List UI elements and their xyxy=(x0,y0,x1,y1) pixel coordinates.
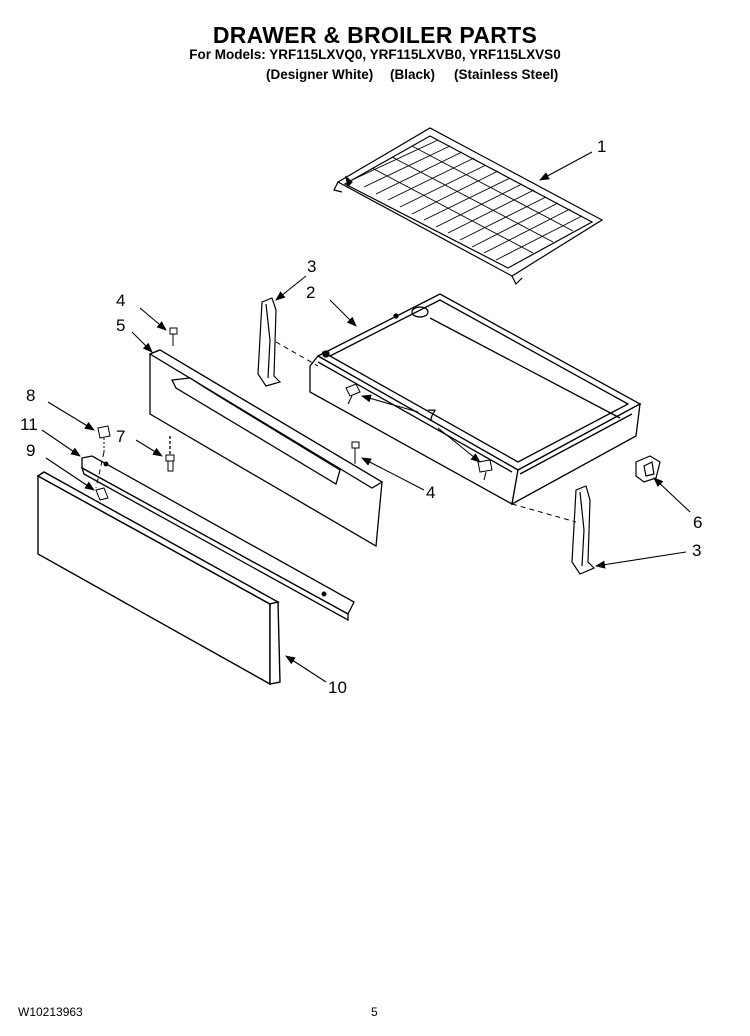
callout-7-panel: 7 xyxy=(116,427,125,446)
broiler-pan xyxy=(309,293,642,506)
callout-7-pan-upper: 7 xyxy=(427,406,436,425)
shoulder-screw-panel xyxy=(165,454,175,472)
variant-black: (Black) xyxy=(390,67,436,82)
mounting-bracket xyxy=(80,455,355,622)
screw-bottom xyxy=(351,441,360,464)
callout-8: 8 xyxy=(26,386,35,405)
callout-3-upper: 3 xyxy=(307,257,316,276)
callout-6: 6 xyxy=(693,513,702,532)
shoulder-screw-pan-upper xyxy=(345,383,361,405)
callout-2: 2 xyxy=(306,283,315,302)
broiler-rack xyxy=(333,127,604,286)
shoulder-screw-pan-lower xyxy=(477,459,493,481)
callout-5: 5 xyxy=(116,316,125,335)
page-number: 5 xyxy=(371,1005,378,1019)
panel-clip xyxy=(95,487,109,501)
variant-designer-white: (Designer White) xyxy=(266,67,374,82)
callout-11: 11 xyxy=(20,415,38,434)
screw-top xyxy=(169,327,178,346)
page-title: DRAWER & BROILER PARTS xyxy=(212,22,538,48)
callout-3-lower: 3 xyxy=(692,541,701,560)
callout-4-upper: 4 xyxy=(116,291,125,310)
drawer-slide-right xyxy=(571,485,596,575)
document-number: W10213963 xyxy=(18,1005,83,1019)
callout-9: 9 xyxy=(26,441,35,460)
callout-10: 10 xyxy=(328,678,347,697)
drawer-inner-panel xyxy=(148,349,384,548)
drawer-slide-left xyxy=(257,297,282,387)
variant-stainless-steel: (Stainless Steel) xyxy=(454,67,559,82)
leader-lines xyxy=(41,151,691,683)
callout-4-lower: 4 xyxy=(426,483,435,502)
alignment-lines xyxy=(95,341,577,523)
callout-1: 1 xyxy=(597,137,606,156)
model-list: For Models: YRF115LXVQ0, YRF115LXVB0, YR… xyxy=(189,47,561,62)
bolt xyxy=(97,425,111,452)
drawer-front xyxy=(36,471,281,686)
clip xyxy=(635,455,661,483)
